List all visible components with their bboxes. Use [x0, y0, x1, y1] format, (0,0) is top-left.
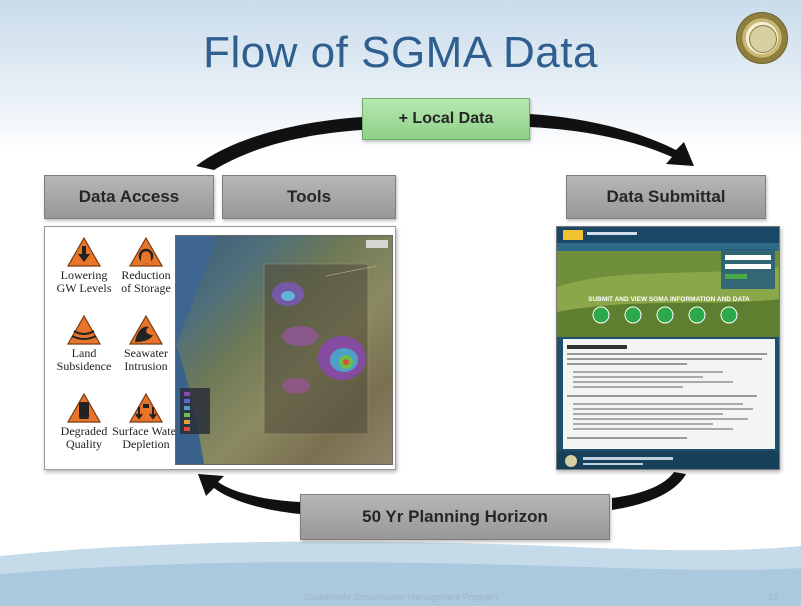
icon-cell-3: Land Subsidence	[51, 315, 117, 373]
state-seal-icon	[736, 12, 788, 64]
icon-cell-6: Surface Water Depletion	[109, 393, 183, 451]
icon-label-6: Surface Water Depletion	[112, 424, 180, 451]
arrow-bottom-right	[612, 472, 686, 510]
data-submittal-box: Data Submittal	[566, 175, 766, 219]
page-number: 23	[768, 592, 779, 602]
sgma-portal-screenshot: SUBMIT AND VIEW SGMA INFORMATION AND DAT…	[556, 226, 780, 470]
portal-banner-text: SUBMIT AND VIEW SGMA INFORMATION AND DAT…	[588, 296, 750, 303]
arrow-bottom-left	[198, 474, 300, 514]
degraded-quality-icon	[67, 393, 101, 423]
seawater-intrusion-icon	[129, 315, 163, 345]
portal-illustration: SUBMIT AND VIEW SGMA INFORMATION AND DAT…	[557, 227, 779, 469]
icon-label-5: Degraded Quality	[60, 424, 108, 451]
icon-cell-4: Seawater Intrusion	[113, 315, 179, 373]
footer-program-name: Sustainable Groundwater Management Progr…	[303, 592, 498, 602]
footer-wave	[0, 541, 801, 606]
data-access-box: Data Access	[44, 175, 214, 219]
map-illustration	[176, 236, 388, 464]
groundwater-map-image	[175, 235, 393, 465]
icon-cell-5: Degraded Quality	[51, 393, 117, 451]
planning-horizon-box: 50 Yr Planning Horizon	[300, 494, 610, 540]
tools-box: Tools	[222, 175, 396, 219]
icon-cell-1: Lowering GW Levels	[51, 237, 117, 295]
reduction-of-storage-icon	[129, 237, 163, 267]
land-subsidence-icon	[67, 315, 101, 345]
surface-water-depletion-icon	[129, 393, 163, 423]
icon-label-1: Lowering GW Levels	[56, 268, 112, 295]
local-data-box: + Local Data	[362, 98, 530, 140]
icon-cell-2: Reduction of Storage	[113, 237, 179, 295]
data-access-panel: Lowering GW Levels Reduction of Storage …	[44, 226, 396, 470]
icon-label-3: Land Subsidence	[56, 346, 112, 373]
lowering-gw-levels-icon	[67, 237, 101, 267]
slide-title: Flow of SGMA Data	[203, 28, 598, 77]
icon-label-2: Reduction of Storage	[121, 268, 171, 295]
icon-label-4: Seawater Intrusion	[124, 346, 168, 373]
